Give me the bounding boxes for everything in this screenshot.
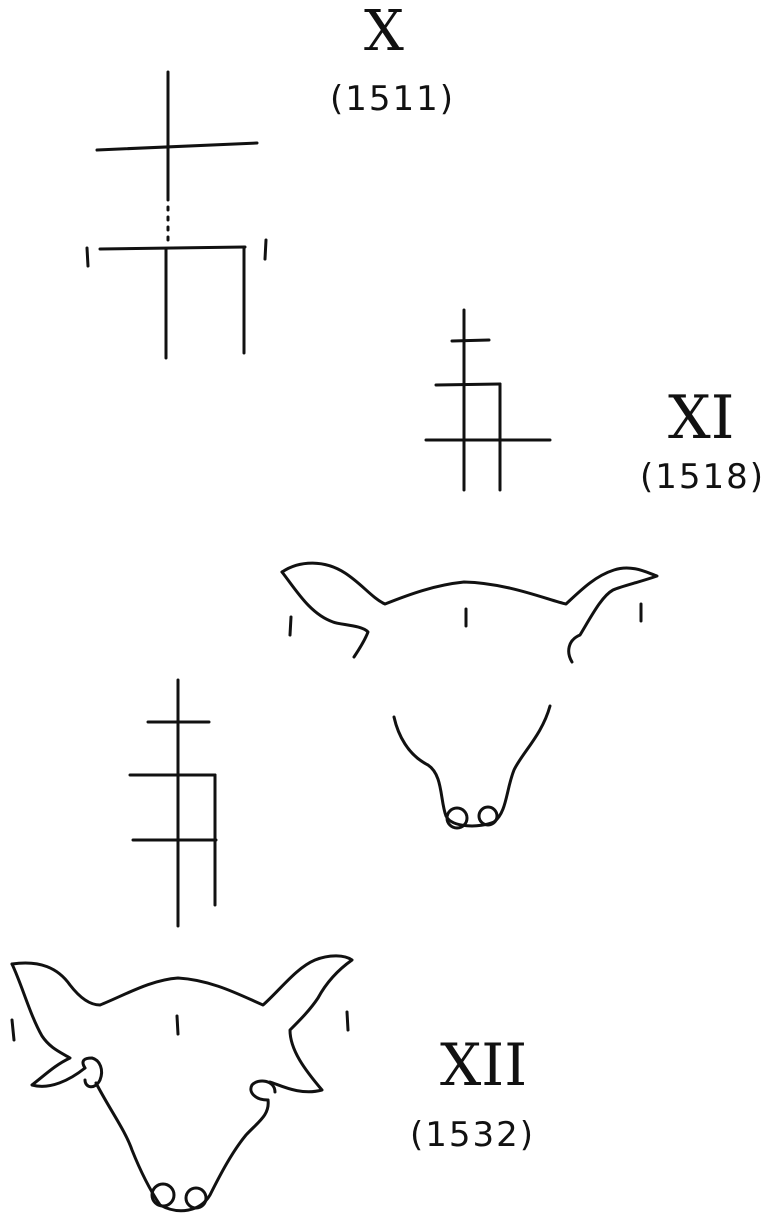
mark-xii-drawing — [12, 680, 352, 1211]
mark-xi-drawing — [282, 310, 657, 828]
mark-x-drawing — [87, 72, 266, 358]
